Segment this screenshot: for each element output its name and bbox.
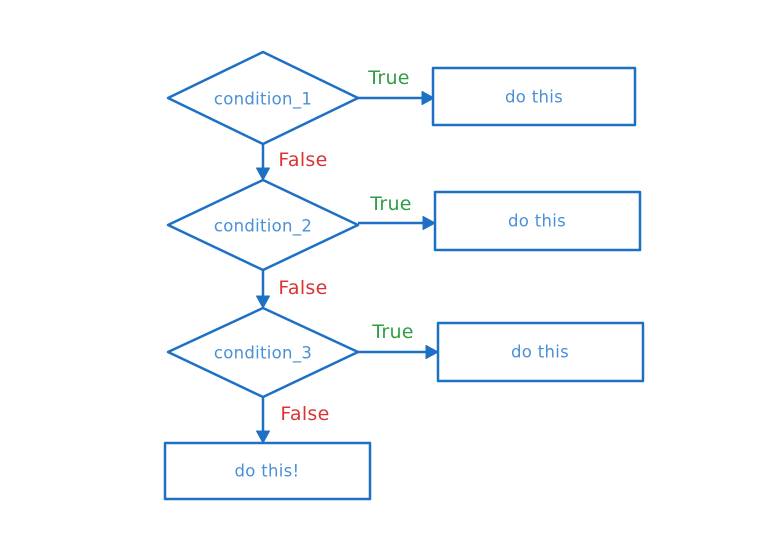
decision-branch-2: condition_2 True do this False xyxy=(166,178,642,309)
action-label-1: do this xyxy=(505,88,563,107)
action-box-1 xyxy=(431,66,637,127)
decision-label-3: condition_3 xyxy=(214,344,312,364)
false-label-3: False xyxy=(280,403,329,425)
action-box-3 xyxy=(436,321,645,383)
true-label-3: True xyxy=(371,321,414,343)
fallback-branch: do this! xyxy=(163,441,372,501)
true-label-2: True xyxy=(369,193,412,215)
true-label-1: True xyxy=(367,67,410,89)
action-box-2 xyxy=(433,190,642,252)
false-arrowhead-2 xyxy=(256,295,270,309)
true-arrowhead-2 xyxy=(422,216,436,230)
decision-branch-1: condition_1 True do this False xyxy=(166,50,637,181)
action-label-3: do this xyxy=(511,343,569,362)
true-arrowhead-1 xyxy=(421,91,435,105)
false-arrowhead-1 xyxy=(256,167,270,181)
decision-label-1: condition_1 xyxy=(214,90,312,110)
decision-branch-3: condition_3 True do this False xyxy=(166,306,645,444)
decision-label-2: condition_2 xyxy=(214,217,312,237)
false-label-2: False xyxy=(278,277,327,299)
false-arrowhead-3 xyxy=(256,430,270,444)
false-label-1: False xyxy=(278,149,327,171)
fallback-action-label: do this! xyxy=(235,462,300,481)
true-arrowhead-3 xyxy=(425,345,439,359)
action-label-2: do this xyxy=(508,212,566,231)
fallback-action-box xyxy=(163,441,372,501)
